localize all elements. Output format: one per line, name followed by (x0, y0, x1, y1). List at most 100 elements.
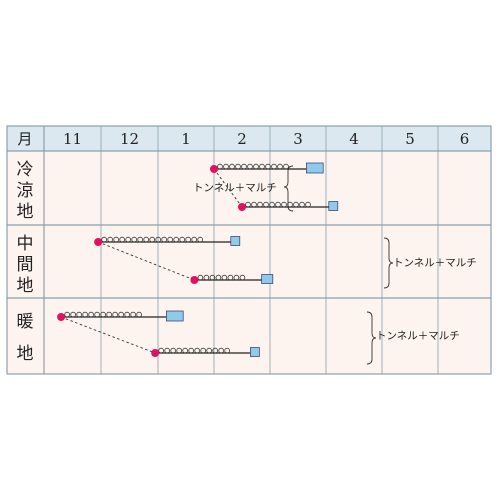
tunnel-loop (269, 201, 275, 208)
tunnel-loop (257, 201, 263, 208)
tunnel-loop (247, 163, 253, 170)
tunnel-loop (218, 347, 224, 354)
tunnel-loop (251, 201, 257, 208)
region-char: 暖 (17, 312, 34, 332)
harvest-period (261, 274, 274, 284)
tunnel-loop (233, 274, 240, 281)
month-header: 2 (237, 130, 247, 148)
harvest-period (166, 310, 184, 322)
tunnel-mulch-period (245, 201, 311, 208)
tunnel-loop (265, 163, 271, 170)
tunnel-loop (221, 274, 228, 281)
tunnel-loop (149, 236, 155, 243)
tunnel-loop (239, 274, 246, 281)
tunnel-loop (70, 311, 76, 318)
tunnel-loop (118, 311, 124, 318)
tunnel-loop (124, 311, 130, 318)
tunnel-loop (224, 347, 230, 354)
region-label-cool: 冷 涼 地 (17, 160, 34, 222)
region-char: 地 (17, 344, 34, 364)
tunnel-loop (223, 163, 229, 170)
tunnel-loop (113, 236, 119, 243)
tunnel-loop (271, 163, 277, 170)
tunnel-loop (185, 236, 191, 243)
tunnel-loop (241, 163, 247, 170)
tunnel-loop (245, 201, 251, 208)
tunnel-loop (136, 311, 142, 318)
tunnel-loop (137, 236, 143, 243)
tunnel-loop (101, 236, 107, 243)
tunnel-loop (287, 201, 293, 208)
tunnel-loop (277, 163, 283, 170)
harvest-period (328, 201, 339, 211)
tunnel-loop (119, 236, 125, 243)
tunnel-loop (158, 347, 164, 354)
tunnel-loop (106, 311, 112, 318)
tunnel-loop (259, 163, 265, 170)
tunnel-mulch-period (197, 274, 246, 281)
tunnel-loop (164, 347, 170, 354)
tunnel-mulch-period (158, 347, 230, 354)
sowing-dot (238, 203, 246, 211)
tunnel-loop (212, 347, 218, 354)
tunnel-loop (281, 201, 287, 208)
tunnel-loop (182, 347, 188, 354)
month-header: 11 (63, 130, 82, 148)
tunnel-loop (179, 236, 185, 243)
region-char: 冷 (17, 160, 34, 180)
tunnel-loop (209, 274, 216, 281)
tunnel-loop (200, 347, 206, 354)
header-background (7, 126, 491, 151)
tunnel-loop (235, 163, 241, 170)
tunnel-loop (227, 274, 234, 281)
region-label-intermediate: 中 間 地 (17, 234, 34, 296)
tunnel-loop (125, 236, 131, 243)
harvest-period (306, 162, 324, 174)
tunnel-loop (76, 311, 82, 318)
region-char: 中 (17, 234, 34, 254)
month-header: 5 (405, 130, 415, 148)
connector-line (97, 241, 195, 281)
tunnel-loop (203, 274, 210, 281)
sowing-dot (210, 165, 218, 173)
tunnel-loop (64, 311, 70, 318)
sowing-dot (151, 349, 160, 357)
tunnel-loop (131, 236, 137, 243)
harvest-period (230, 236, 241, 246)
tunnel-loop (305, 201, 311, 208)
tunnel-mulch-period (64, 311, 142, 318)
harvest-period (250, 347, 260, 357)
region-char: 地 (17, 202, 34, 222)
tunnel-loop (293, 201, 299, 208)
tunnel-loop (191, 236, 197, 243)
tunnel-loop (263, 201, 269, 208)
tunnel-loop (215, 274, 222, 281)
sowing-dot (57, 313, 66, 321)
bracket-warm (366, 311, 377, 365)
body-background (7, 151, 491, 374)
region-char: 地 (17, 276, 34, 296)
month-header: 12 (120, 130, 139, 148)
region-char: 間 (17, 255, 34, 275)
tunnel-loop (82, 311, 88, 318)
schedule-bars (57, 162, 339, 357)
tunnel-loop (275, 201, 281, 208)
tunnel-mulch-period (217, 163, 289, 170)
tunnel-loop (130, 311, 136, 318)
region-label-warm: 暖 地 (17, 312, 34, 364)
tunnel-loop (170, 347, 176, 354)
tunnel-loop (197, 236, 203, 243)
month-header-label: 月 (17, 130, 32, 148)
month-header: 6 (460, 130, 470, 148)
tunnel-loop (155, 236, 161, 243)
tunnel-loop (217, 163, 223, 170)
tunnel-loop (94, 311, 100, 318)
tunnel-loop (283, 163, 289, 170)
tunnel-loop (229, 163, 235, 170)
sowing-dot (94, 238, 103, 246)
tunnel-loop (143, 236, 149, 243)
tunnel-loop (88, 311, 94, 318)
method-note-warm: トンネル＋マルチ (376, 330, 460, 342)
